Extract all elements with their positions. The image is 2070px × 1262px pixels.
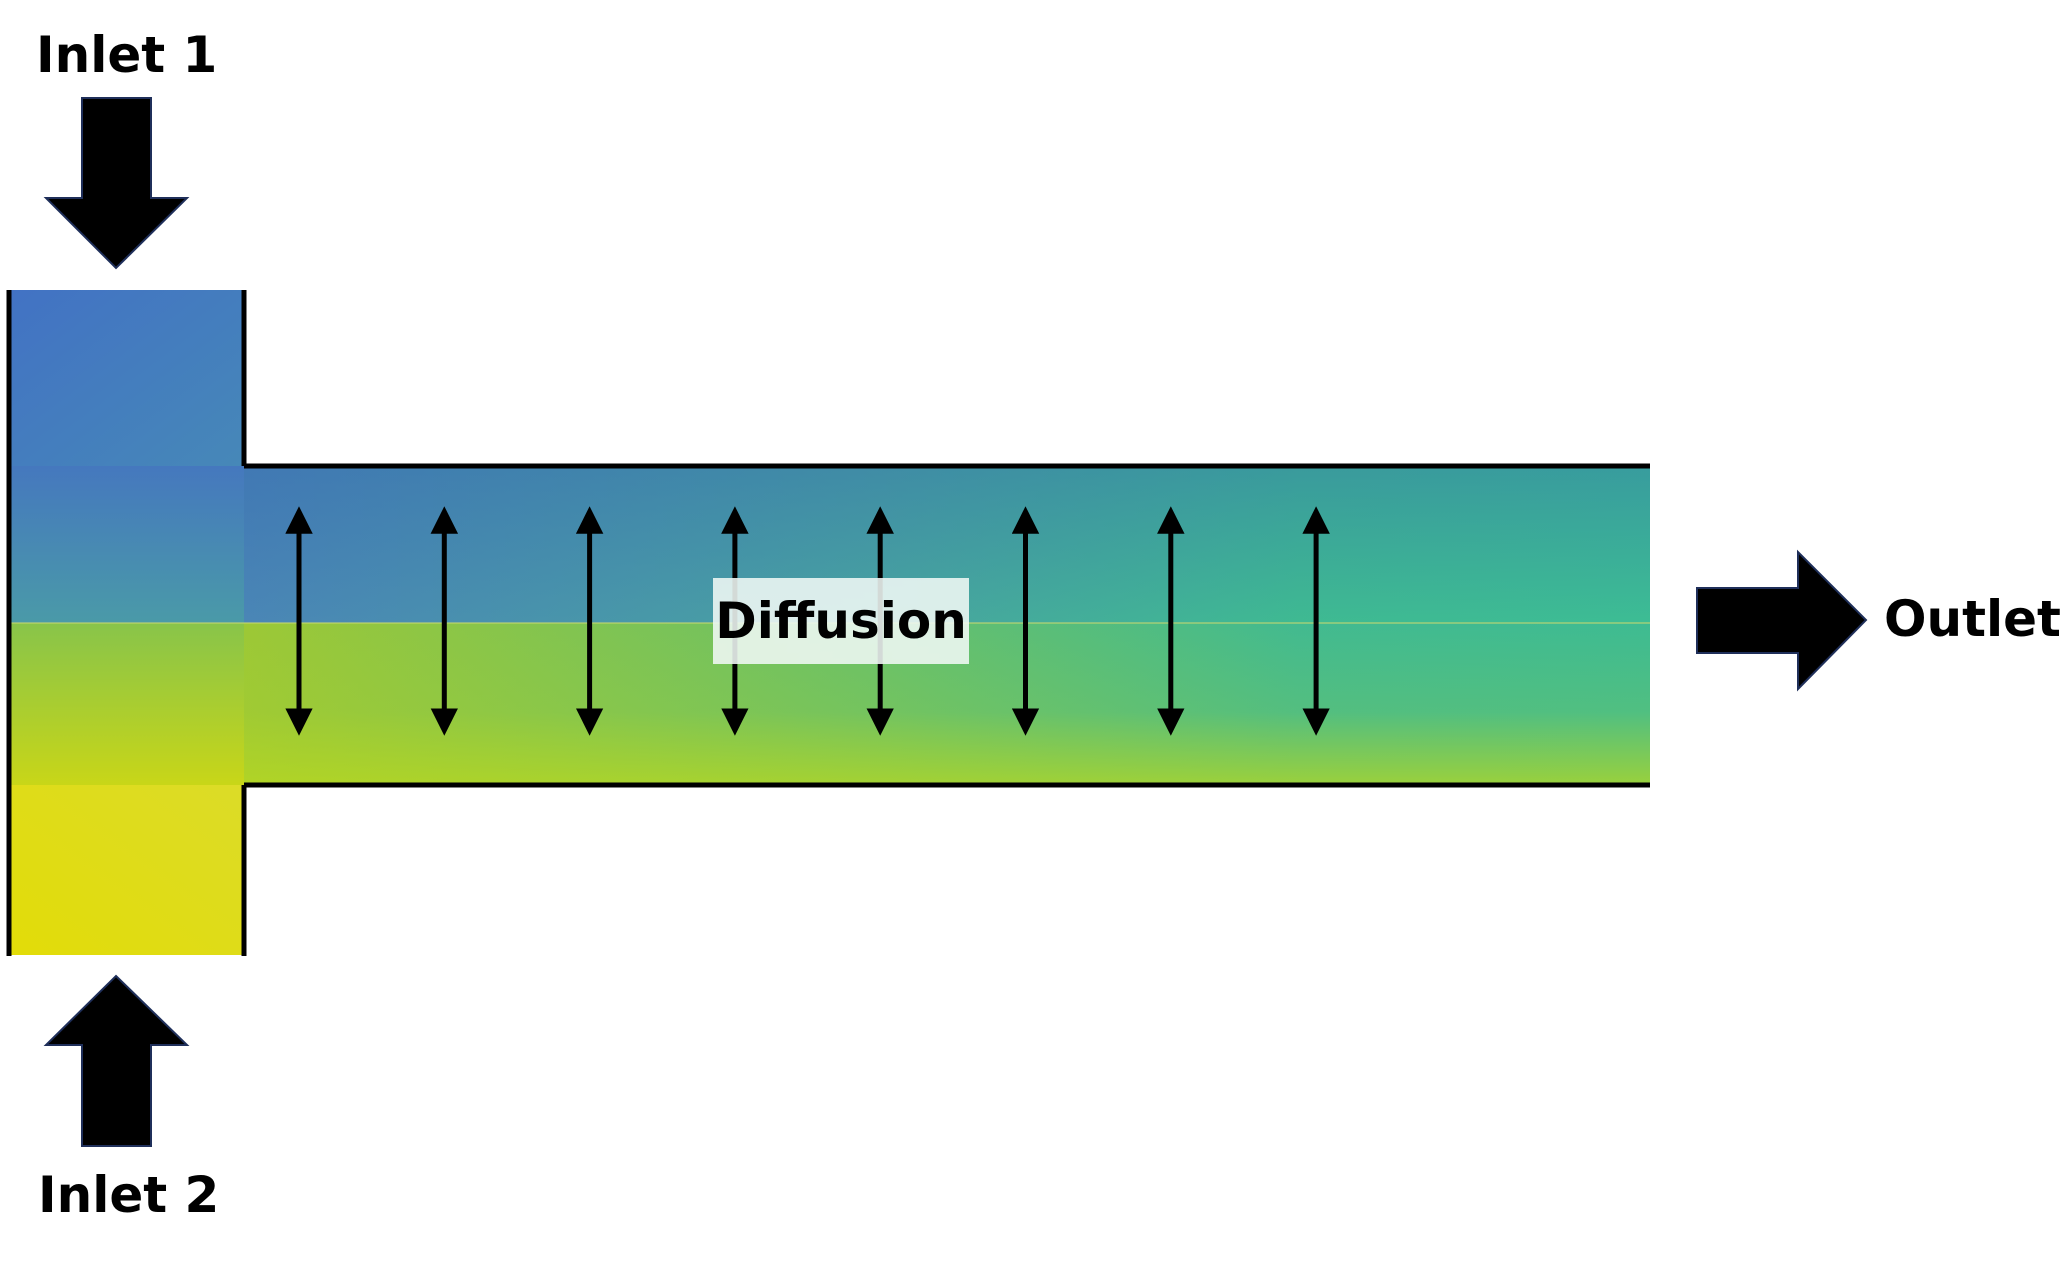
junction-lower-fluid: [9, 623, 244, 785]
arrow-down-icon: [43, 97, 190, 270]
arrow-right-icon: [1696, 549, 1868, 692]
outlet-label: Outlet: [1884, 590, 2061, 648]
channel-walls: [6, 290, 1650, 956]
inlet2-fluid: [9, 785, 244, 955]
inlet2-label: Inlet 2: [38, 1166, 220, 1224]
arrow-up-icon: [43, 974, 190, 1147]
junction-upper-fluid: [9, 466, 244, 623]
inlet1-label: Inlet 1: [36, 26, 218, 84]
diffusion-label: Diffusion: [713, 578, 969, 664]
inlet1-fluid: [9, 290, 244, 466]
